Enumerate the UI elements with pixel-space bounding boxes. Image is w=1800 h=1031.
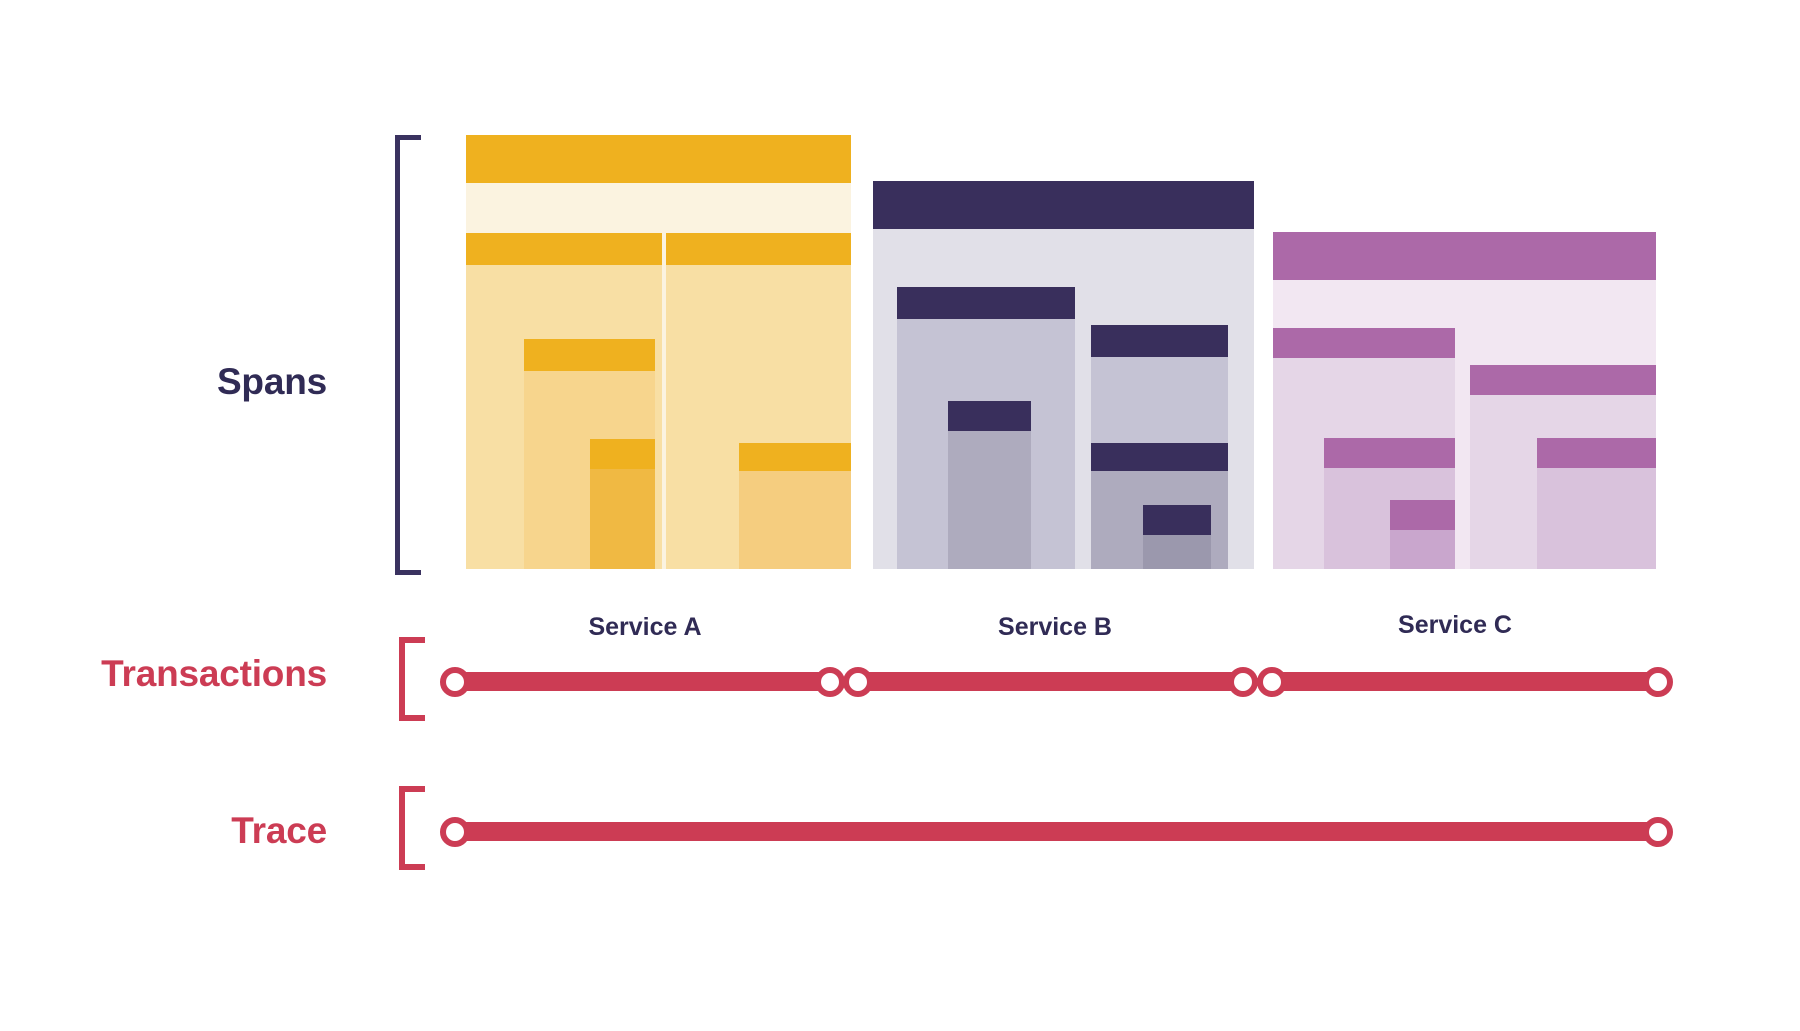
span-c-grandchild-3[interactable]	[1390, 500, 1455, 569]
span-a-grandchild-3[interactable]	[739, 443, 851, 569]
span-b-root-head	[873, 181, 1254, 229]
service-caption-service-b: Service B	[998, 613, 1112, 641]
row-label-trace: Trace	[231, 810, 327, 851]
transaction-segment-a[interactable]	[455, 672, 830, 691]
transaction-segment-c[interactable]	[1270, 672, 1660, 691]
span-a-grandchild-3-head	[739, 443, 851, 471]
trace-node-start[interactable]	[440, 817, 470, 847]
service-caption-service-c: Service C	[1398, 611, 1512, 639]
span-b-child-2-head	[1091, 325, 1228, 357]
bracket-trace	[399, 786, 425, 870]
row-label-transactions: Transactions	[101, 653, 327, 694]
span-b-grandchild-3[interactable]	[1143, 505, 1211, 569]
span-b-grandchild-3-head	[1143, 505, 1211, 535]
row-label-spans: Spans	[216, 361, 327, 402]
bracket-transactions	[399, 637, 425, 721]
spans-visualization	[466, 135, 1656, 569]
span-a-grandchild-1-head	[524, 339, 655, 371]
span-b-grandchild-1[interactable]	[948, 401, 1031, 569]
span-b-child-1-head	[897, 287, 1075, 319]
span-c-grandchild-3-head	[1390, 500, 1455, 530]
transaction-node-a-end[interactable]	[815, 667, 845, 697]
span-a-child-2-head	[666, 233, 851, 265]
service-caption-service-a: Service A	[588, 613, 702, 641]
transaction-segment-b[interactable]	[855, 672, 1245, 691]
transaction-node-b-start[interactable]	[843, 667, 873, 697]
span-c-grandchild-1-head	[1324, 438, 1455, 468]
transaction-node-b-end[interactable]	[1228, 667, 1258, 697]
trace-node-end[interactable]	[1643, 817, 1673, 847]
bracket-spans	[395, 135, 421, 575]
span-b-grandchild-1-head	[948, 401, 1031, 431]
span-c-grandchild-2[interactable]	[1537, 438, 1656, 569]
transaction-node-a-start[interactable]	[440, 667, 470, 697]
span-a-child-1-head	[466, 233, 662, 265]
span-a-grandchild-2-head	[590, 439, 655, 469]
span-b-grandchild-2-head	[1091, 443, 1228, 471]
trace-segment[interactable]	[455, 822, 1660, 841]
span-c-child-2-head	[1470, 365, 1656, 395]
span-a-root-head	[466, 135, 851, 183]
span-c-grandchild-2-head	[1537, 438, 1656, 468]
span-c-root-head	[1273, 232, 1656, 280]
span-a-grandchild-2[interactable]	[590, 439, 655, 569]
transaction-node-c-start[interactable]	[1257, 667, 1287, 697]
span-c-child-1-head	[1273, 328, 1455, 358]
transaction-node-c-end[interactable]	[1643, 667, 1673, 697]
